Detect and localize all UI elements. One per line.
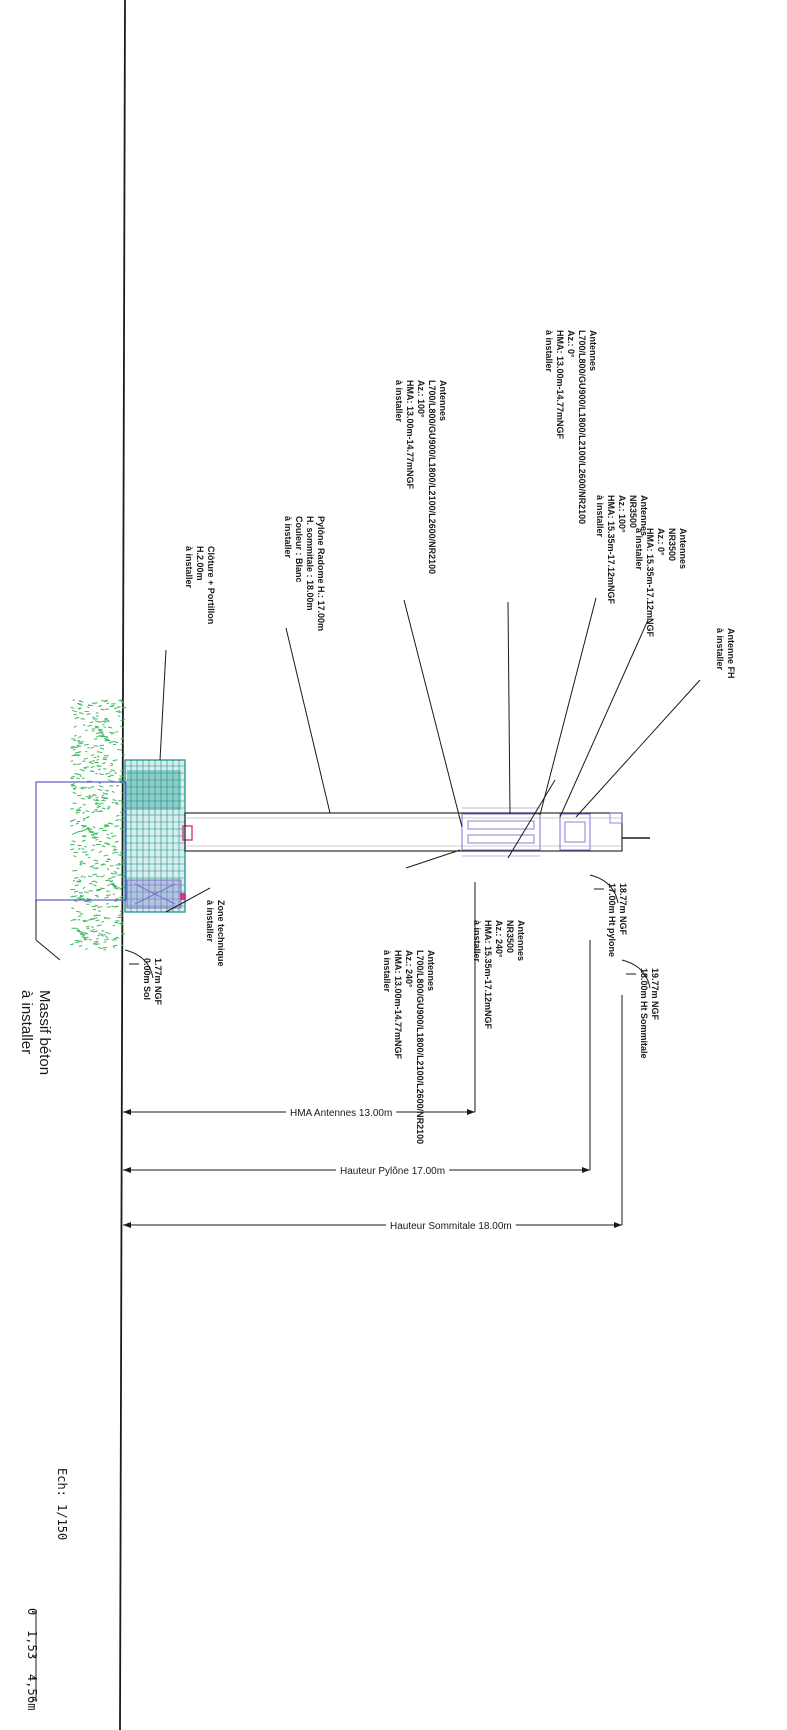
scale-tick-label: 6m	[25, 1696, 39, 1710]
note-line: NR3500	[505, 920, 515, 953]
note-line: à installer	[394, 380, 404, 423]
note-line: à installer	[595, 495, 605, 538]
ground-line	[119, 0, 126, 1730]
scale-tick-label: 1,5	[25, 1630, 39, 1652]
fence-compound	[124, 759, 186, 913]
fh-dish	[609, 812, 650, 839]
note-line: L700/L800/GU900/L1800/L2100/L2600/NR2100	[427, 380, 437, 574]
scale-bar: Ech: 1/150 0 1,53 4,56m	[25, 1468, 69, 1710]
note-line: Az.: 0°	[656, 528, 666, 556]
note-line: Clôture + Portillon	[206, 546, 216, 624]
note-line: HMA: 13.00m-14.77mNGF	[393, 950, 403, 1060]
scale-tick-label: 3	[25, 1652, 39, 1659]
level-text: 0.00m Sol	[142, 958, 152, 1000]
antenna-group-lte	[461, 807, 541, 857]
note-line: H.2.00m	[195, 546, 205, 581]
note-line: à installer	[382, 950, 392, 993]
note-line: Antennes	[516, 920, 526, 961]
note-antenne-fh: Antenne FHà installer	[575, 628, 736, 818]
scale-title: Ech: 1/150	[55, 1468, 69, 1540]
level-text: 18.00m Ht Sommitale	[639, 968, 649, 1059]
note-line: Pylône Radome H.: 17.00m	[316, 516, 326, 631]
note-antennes-lte-0: AntennesL700/L800/GU900/L1800/L2100/L260…	[507, 330, 598, 815]
note-line: Antennes	[639, 495, 649, 536]
tech-marker	[180, 893, 186, 900]
dimension-sommitale: Hauteur Sommitale 18.00m	[123, 995, 623, 1232]
scale-tick-label: 4,5	[25, 1674, 39, 1696]
note-antennes-lte-100: AntennesL700/L800/GU900/L1800/L2100/L260…	[394, 380, 463, 828]
dimension-label: HMA Antennes 13.00m	[290, 1108, 392, 1119]
note-line: L700/L800/GU900/L1800/L2100/L2600/NR2100	[577, 330, 587, 524]
note-line: Couleur : Blanc	[294, 516, 304, 583]
note-line: HMA: 13.00m-14.77mNGF	[405, 380, 415, 490]
level-text: 17.00m Ht pylone	[607, 883, 617, 957]
note-line: à installer	[184, 546, 194, 589]
note-line: NR3500	[667, 528, 677, 561]
dimension-label: Hauteur Pylône 17.00m	[340, 1166, 445, 1177]
gate-marker	[182, 825, 193, 841]
note-line: Az.: 100°	[617, 495, 627, 533]
note-line: HMA: 15.35m-17.12mNGF	[483, 920, 493, 1030]
note-line: Az.: 100°	[416, 380, 426, 418]
antenna-group-nr3500	[559, 813, 591, 851]
note-antennes-lte-240: AntennesL700/L800/GU900/L1800/L2100/L260…	[382, 849, 461, 1144]
vegetation-hatch	[69, 699, 127, 951]
note-line: à installer	[205, 900, 215, 943]
technical-zone	[126, 879, 182, 909]
note-line: Az.: 240°	[404, 950, 414, 988]
massif-label: Massif béton à installer	[18, 900, 61, 1075]
level-text: 19.77m NGF	[650, 968, 660, 1021]
concrete-foundation	[35, 781, 127, 901]
note-line: Antennes	[588, 330, 598, 371]
note-line: HMA: 15.35m-17.12mNGF	[606, 495, 616, 605]
note-line: HMA: 15.35m-17.12mNGF	[645, 528, 655, 638]
note-line: Az.: 240°	[494, 920, 504, 958]
note-line: NR3500	[628, 495, 638, 528]
note-line: Antennes	[438, 380, 448, 421]
note-line: Zone technique	[216, 900, 226, 967]
massif-label-line-2: à installer	[18, 990, 35, 1054]
note-line: Antennes	[426, 950, 436, 991]
note-line: à installer	[634, 528, 644, 571]
note-line: à installer	[544, 330, 554, 373]
note-line: Antennes	[678, 528, 688, 569]
note-line: à installer	[715, 628, 725, 671]
note-line: HMA: 13.00m-14.77mNGF	[555, 330, 565, 440]
pylon-body	[184, 812, 623, 852]
level-text: 18.77m NGF	[618, 883, 628, 936]
note-line: Az.: 0°	[566, 330, 576, 358]
note-line: L700/L800/GU900/L1800/L2100/L2600/NR2100	[415, 950, 425, 1144]
note-line: Antenne FH	[726, 628, 736, 679]
note-line: H. sommitale : 18.00m	[305, 516, 315, 611]
scale-tick-label: 0	[25, 1608, 39, 1615]
dimension-label: Hauteur Sommitale 18.00m	[390, 1221, 512, 1232]
note-line: à installer	[472, 920, 482, 963]
dimension-hma: HMA Antennes 13.00m	[123, 882, 476, 1119]
dimension-pylone: Hauteur Pylône 17.00m	[123, 940, 591, 1177]
note-line: à installer	[283, 516, 293, 559]
massif-label-line-1: Massif béton	[36, 990, 53, 1075]
level-text: 1.77m NGF	[153, 958, 163, 1006]
